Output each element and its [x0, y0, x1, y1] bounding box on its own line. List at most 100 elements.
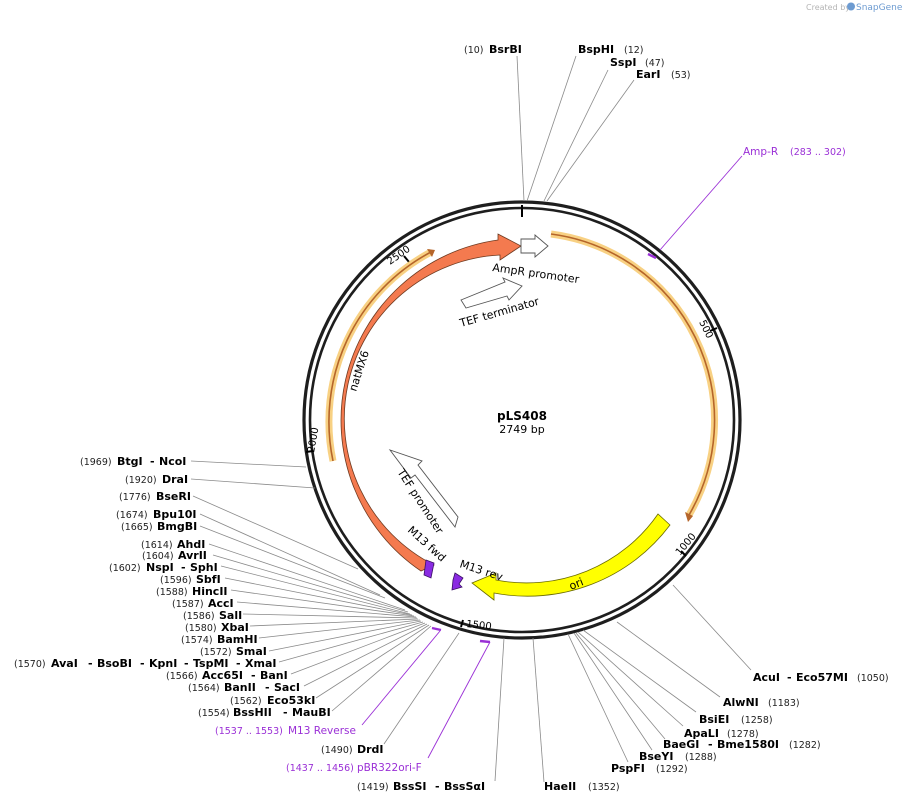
- ori-label: ori: [567, 575, 585, 592]
- site-bsiei[interactable]: BsiEI (1258): [699, 713, 773, 726]
- site-apali[interactable]: ApaLI (1278): [684, 727, 759, 740]
- m13-rev-feature[interactable]: [451, 572, 464, 591]
- site-banii[interactable]: (1564) BanII - SacI: [188, 681, 300, 694]
- site-ahdi[interactable]: (1614) AhdI: [141, 538, 205, 551]
- leader-xbai: [249, 618, 419, 627]
- m13-reverse-range: (1537 .. 1553): [215, 726, 283, 737]
- m13-fwd-feature[interactable]: [423, 559, 435, 579]
- site-acc65i[interactable]: (1566) Acc65I - BanI: [166, 669, 288, 682]
- pbr322ori-f-range: (1437 .. 1456): [286, 763, 354, 774]
- site-avai-sep2: -: [140, 657, 145, 670]
- site-alwni-pos: (1183): [768, 698, 800, 709]
- site-bseyi-pos: (1288): [685, 752, 717, 763]
- leader-hincii: [230, 589, 415, 617]
- tef-promoter-feature[interactable]: [388, 449, 459, 528]
- site-xbai[interactable]: (1580) XbaI: [185, 621, 249, 634]
- leader-alwni: [616, 621, 721, 698]
- site-bamhi[interactable]: (1574) BamHI: [181, 633, 258, 646]
- pbr322ori-f-name: pBR322ori-F: [357, 762, 422, 774]
- site-xbai-pos: (1580): [185, 623, 217, 634]
- site-drai-pos: (1920): [125, 475, 157, 486]
- site-bseri-pos: (1776): [119, 492, 151, 503]
- site-pspfi-pos: (1292): [656, 764, 688, 775]
- site-baegi[interactable]: BaeGI - Bme1580I (1282): [663, 738, 821, 751]
- tef-terminator-feature[interactable]: [460, 277, 523, 309]
- m13-reverse-name: M13 Reverse: [288, 725, 356, 737]
- site-sbfi-name: SbfI: [196, 573, 221, 586]
- leader-bpu10i: [199, 513, 381, 596]
- site-sspi-pos: (47): [645, 58, 665, 69]
- site-avrii-pos: (1604): [142, 551, 174, 562]
- site-bpu10i[interactable]: (1674) Bpu10I: [116, 508, 197, 521]
- site-bsssi-name: BssSI: [393, 780, 427, 793]
- site-sali-pos: (1586): [183, 611, 215, 622]
- site-acc65i-pos: (1566): [166, 671, 198, 682]
- site-eco53ki[interactable]: (1562) Eco53kI: [230, 694, 315, 707]
- leader-avai: [278, 621, 424, 663]
- site-bmgbi[interactable]: (1665) BmgBI: [121, 520, 197, 533]
- site-drdi[interactable]: (1490) DrdI: [321, 743, 384, 756]
- site-bsshii[interactable]: (1554) BssHII - MauBI: [198, 706, 331, 719]
- site-xbai-name: XbaI: [221, 621, 249, 634]
- ampr-promoter-feature[interactable]: [520, 234, 549, 258]
- site-eco53ki-name: Eco53kI: [267, 694, 315, 707]
- site-sbfi[interactable]: (1596) SbfI: [160, 573, 221, 586]
- site-avai[interactable]: (1570) AvaI - BsoBI - KpnI - TspMI - Xma…: [14, 657, 276, 670]
- site-sali[interactable]: (1586) SalI: [183, 609, 242, 622]
- site-nspi[interactable]: (1602) NspI - SphI: [109, 561, 218, 574]
- leader-avrii: [212, 554, 409, 613]
- leader-drai: [190, 478, 316, 489]
- site-acci-name: AccI: [208, 597, 234, 610]
- site-nspi-name: NspI: [146, 561, 174, 574]
- site-eco53ki-pos: (1562): [230, 696, 262, 707]
- site-eari[interactable]: EarI (53): [636, 68, 691, 81]
- site-haeii[interactable]: HaeII (1352): [544, 780, 620, 793]
- site-bpu10i-name: Bpu10I: [153, 508, 197, 521]
- site-baegi-sep: -: [708, 738, 713, 751]
- site-bseri[interactable]: (1776) BseRI: [119, 490, 191, 503]
- site-avrii[interactable]: (1604) AvrII: [142, 549, 207, 562]
- site-bsiei-name: BsiEI: [699, 713, 729, 726]
- site-haeii-pos: (1352): [588, 782, 620, 793]
- site-bsrbi-name: BsrBI: [489, 43, 522, 56]
- site-drdi-name: DrdI: [357, 743, 384, 756]
- leader-lines: [190, 55, 752, 783]
- site-avai-sep1: -: [88, 657, 93, 670]
- site-banii-pos: (1564): [188, 683, 220, 694]
- site-bsshii-pos: (1554): [198, 708, 230, 719]
- amp-r-name: Amp-R: [743, 146, 778, 158]
- leader-bmgbi: [199, 525, 386, 599]
- site-baegi-name2: Bme1580I: [717, 738, 779, 751]
- site-nspi-name2: SphI: [190, 561, 218, 574]
- site-baegi-pos: (1282): [789, 740, 821, 751]
- site-btgi[interactable]: (1969) BtgI - NcoI: [80, 455, 186, 468]
- site-bamhi-pos: (1574): [181, 635, 213, 646]
- site-sspi[interactable]: SspI (47): [610, 56, 665, 69]
- site-drai[interactable]: (1920) DraI: [125, 473, 188, 486]
- amp-r-range: (283 .. 302): [790, 147, 846, 158]
- site-acci[interactable]: (1587) AccI: [172, 597, 234, 610]
- leader-amp-r: [659, 155, 743, 251]
- site-bsrbi[interactable]: (10) BsrBI: [464, 43, 522, 56]
- tick-mark-2000: [305, 450, 314, 453]
- site-pspfi[interactable]: PspFI (1292): [611, 762, 688, 775]
- site-bsphi[interactable]: BspHI (12): [578, 43, 644, 56]
- feature-m13-reverse-callout[interactable]: (1537 .. 1553) M13 Reverse: [215, 725, 356, 737]
- site-drdi-pos: (1490): [321, 745, 353, 756]
- leader-pbr322ori-f: [427, 641, 491, 759]
- site-hincii[interactable]: (1588) HincII: [156, 585, 228, 598]
- natmx6-feature[interactable]: [340, 233, 522, 572]
- ori-feature[interactable]: [471, 513, 671, 601]
- site-bsiei-pos: (1258): [741, 715, 773, 726]
- site-bsssi[interactable]: (1419) BssSI - BssSαI: [357, 780, 485, 793]
- feature-pbr322ori-f-callout[interactable]: (1437 .. 1456) pBR322ori-F: [286, 762, 422, 774]
- leader-sspi: [543, 69, 609, 202]
- site-acui[interactable]: AcuI - Eco57MI (1050): [753, 671, 889, 684]
- site-alwni[interactable]: AlwNI (1183): [723, 696, 800, 709]
- feature-amp-r-callout[interactable]: Amp-R (283 .. 302): [743, 146, 846, 158]
- leader-pspfi: [567, 633, 629, 763]
- site-btgi-name2: NcoI: [159, 455, 186, 468]
- site-smai[interactable]: (1572) SmaI: [200, 645, 267, 658]
- site-bseyi[interactable]: BseYI (1288): [639, 750, 717, 763]
